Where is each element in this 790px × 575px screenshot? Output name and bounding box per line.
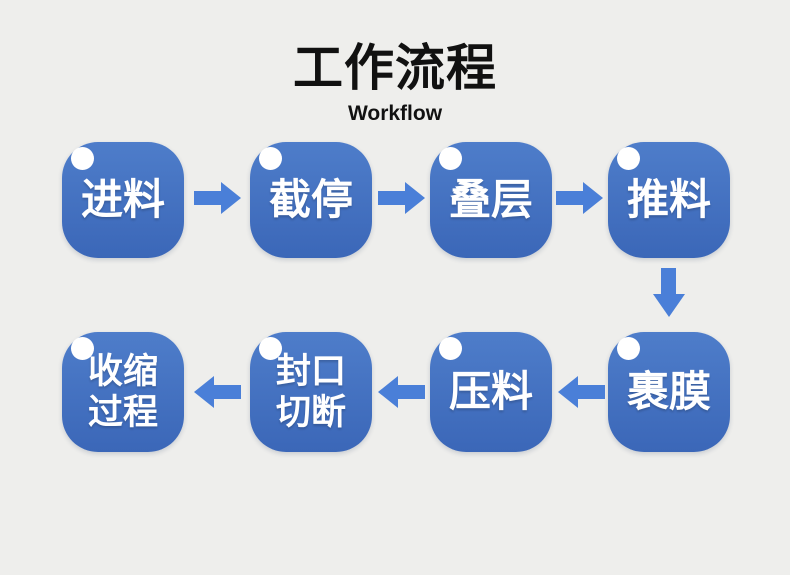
arrow-right-icon: [194, 182, 241, 214]
step-box-stack: 叠层: [430, 142, 552, 258]
step-label: 截停: [269, 176, 353, 223]
corner-dot-icon: [259, 147, 282, 170]
step-label: 裹膜: [627, 368, 711, 415]
step-label: 进料: [81, 176, 165, 223]
corner-dot-icon: [617, 147, 640, 170]
arrow-stem: [214, 385, 241, 399]
step-box-press: 压料: [430, 332, 552, 452]
step-box-feed: 进料: [62, 142, 184, 258]
arrow-head: [221, 182, 241, 214]
arrow-stem: [378, 191, 405, 205]
step-label-line: 切断: [275, 393, 346, 432]
arrow-head: [558, 376, 578, 408]
step-label-line: 收缩: [87, 351, 158, 391]
arrow-stem: [194, 191, 221, 205]
corner-dot-icon: [71, 147, 94, 170]
arrow-head: [653, 294, 685, 317]
arrow-left-icon: [378, 376, 425, 408]
step-label: 叠层: [449, 176, 533, 223]
step-label-line: 进料: [80, 176, 165, 224]
step-label-line: 封口: [275, 351, 346, 391]
arrow-right-icon: [378, 182, 425, 214]
arrow-left-icon: [194, 376, 241, 408]
step-label: 收缩 过程: [88, 351, 158, 434]
arrow-stem: [556, 191, 583, 205]
step-label-line: 叠层: [448, 176, 533, 224]
corner-dot-icon: [71, 337, 94, 360]
arrow-left-icon: [558, 376, 605, 408]
corner-dot-icon: [617, 337, 640, 360]
arrow-stem: [578, 385, 605, 399]
arrow-down-icon: [653, 268, 685, 317]
corner-dot-icon: [259, 337, 282, 360]
step-label: 封口 切断: [276, 351, 346, 434]
step-box-wrap-film: 裹膜: [608, 332, 730, 452]
arrow-stem: [398, 385, 425, 399]
arrow-head: [194, 376, 214, 408]
arrow-head: [378, 376, 398, 408]
step-label-line: 过程: [87, 393, 158, 432]
page-title: 工作流程: [293, 40, 497, 96]
step-label: 压料: [449, 368, 533, 415]
corner-dot-icon: [439, 337, 462, 360]
step-label-line: 推料: [626, 176, 711, 224]
step-label-line: 压料: [448, 368, 533, 416]
page-subtitle: Workflow: [347, 102, 443, 125]
step-box-seal-cut: 封口 切断: [250, 332, 372, 452]
arrow-stem: [661, 268, 676, 294]
arrow-right-icon: [556, 182, 603, 214]
step-box-shrink: 收缩 过程: [62, 332, 184, 452]
step-label-line: 截停: [268, 176, 353, 224]
step-label-line: 裹膜: [626, 368, 711, 416]
step-box-push: 推料: [608, 142, 730, 258]
arrow-head: [405, 182, 425, 214]
arrow-head: [583, 182, 603, 214]
corner-dot-icon: [439, 147, 462, 170]
step-box-stop: 截停: [250, 142, 372, 258]
step-label: 推料: [627, 176, 711, 223]
